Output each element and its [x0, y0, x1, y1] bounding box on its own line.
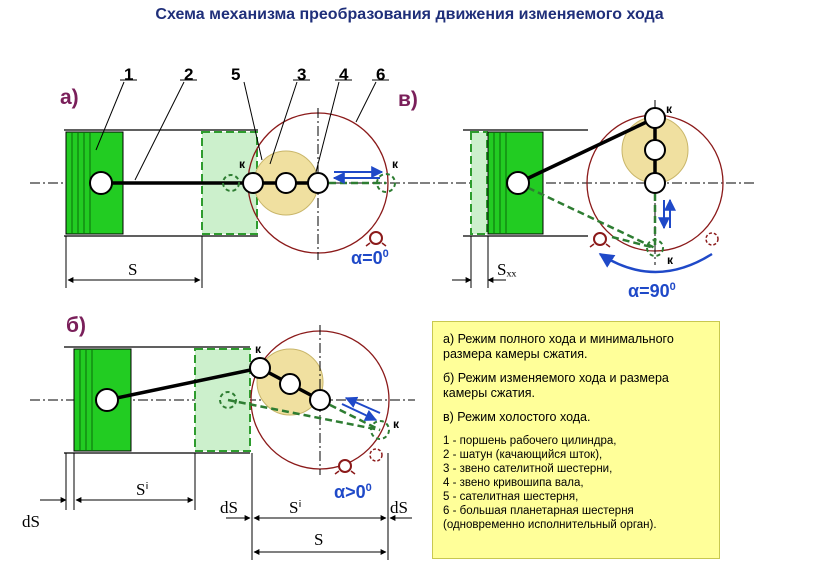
diagram-a: а) к к α=00 1 2 5 3 4 6: [30, 65, 420, 288]
piston-pin: [89, 171, 113, 195]
motion-arrow-up-left: [344, 396, 381, 414]
point-k-label: к: [667, 253, 674, 267]
phantom-joint-left: [222, 174, 240, 192]
phantom-joint-bottom: [646, 239, 664, 257]
piston-pin: [506, 171, 530, 195]
piston-phantom: [470, 131, 488, 235]
dim-label-s: S: [314, 530, 323, 549]
rotation-arrow: [598, 252, 713, 274]
legend-item: 4 - звено кривошипа вала,: [443, 477, 584, 489]
legend-mode-b: б) Режим изменяемого хода и размера каме…: [443, 371, 669, 400]
fixed-pivot: [369, 231, 383, 245]
legend-parts-list: 1 - поршень рабочего цилиндра, 2 - шатун…: [443, 434, 711, 532]
angle-label-v: α=900: [628, 281, 676, 301]
piston-phantom: [194, 348, 251, 452]
rod-phantom-2: [611, 235, 656, 250]
diagram-b: б) к к α>00: [22, 314, 415, 560]
angle-label-b: α>00: [334, 482, 372, 502]
legend-item: 1 - поршень рабочего цилиндра,: [443, 435, 617, 447]
part-number-3: 3: [297, 65, 306, 84]
crank-center: [644, 172, 666, 194]
crank-center: [307, 172, 329, 194]
satellite-center: [644, 139, 666, 161]
dim-label-s: S: [128, 260, 137, 279]
fixed-pivot-support: [334, 470, 356, 475]
phantom-pivot: [705, 232, 719, 246]
legend-mode-v: в) Режим холостого хода.: [443, 410, 591, 424]
joint-k: [249, 357, 271, 379]
legend-box: а) Режим полного хода и минимального раз…: [432, 321, 720, 559]
diagram-title: Схема механизма преобразования движения …: [155, 6, 664, 23]
point-k-label: к: [393, 417, 400, 431]
fixed-pivot-support: [589, 243, 611, 248]
fixed-pivot: [338, 459, 352, 473]
phantom-joint-left: [219, 391, 237, 409]
connecting-rod: [106, 366, 261, 402]
point-k-label: к: [392, 157, 399, 171]
rod-phantom: [227, 398, 381, 432]
part-number-5: 5: [231, 65, 240, 84]
rod-phantom: [517, 181, 657, 250]
fixed-pivot-support: [365, 242, 387, 247]
satellite-center: [275, 172, 297, 194]
phantom-joint-right: [376, 173, 396, 193]
section-label-v: в): [398, 88, 418, 111]
motion-arrow-down-right: [341, 403, 378, 421]
legend-item: 2 - шатун (качающийся шток),: [443, 449, 603, 461]
piston-pin: [95, 388, 119, 412]
joint-k: [644, 107, 666, 129]
crank-center: [309, 389, 331, 411]
satellite-center: [279, 373, 301, 395]
diagram-v: в) к к α=900 Sₓₓ: [398, 88, 755, 301]
point-k-label: к: [666, 102, 673, 116]
phantom-pivot: [369, 448, 383, 462]
connecting-rod: [517, 116, 656, 185]
dim-label-si: Sⁱ: [136, 480, 149, 499]
point-k-label: к: [239, 157, 246, 171]
legend-item: 5 - сателитная шестерня,: [443, 491, 579, 503]
phantom-joint-right: [370, 420, 390, 440]
joint-k: [242, 172, 264, 194]
part-number-6: 6: [376, 65, 385, 84]
legend-item: 3 - звено сателитной шестерни,: [443, 463, 613, 475]
part-number-4: 4: [339, 65, 349, 84]
dim-label-ds: dS: [22, 512, 40, 531]
dim-label-ds: dS: [390, 498, 408, 517]
section-label-b: б): [66, 314, 86, 337]
fixed-pivot: [593, 232, 607, 246]
section-label-a: а): [60, 86, 79, 109]
dim-label-ds: dS: [220, 498, 238, 517]
part-number-2: 2: [184, 65, 193, 84]
dim-label-si: Sⁱ: [289, 498, 302, 517]
legend-item: (одновременно исполнительный орган).: [443, 519, 657, 531]
legend-item: 6 - большая планетарная шестерня: [443, 505, 634, 517]
legend-mode-a: а) Режим полного хода и минимального раз…: [443, 332, 674, 361]
leader-lines-a: [95, 79, 389, 181]
dim-label-sxx: Sₓₓ: [497, 260, 516, 279]
part-number-1: 1: [124, 65, 133, 84]
angle-label-a: α=00: [351, 248, 389, 268]
point-k-label: к: [255, 342, 262, 356]
